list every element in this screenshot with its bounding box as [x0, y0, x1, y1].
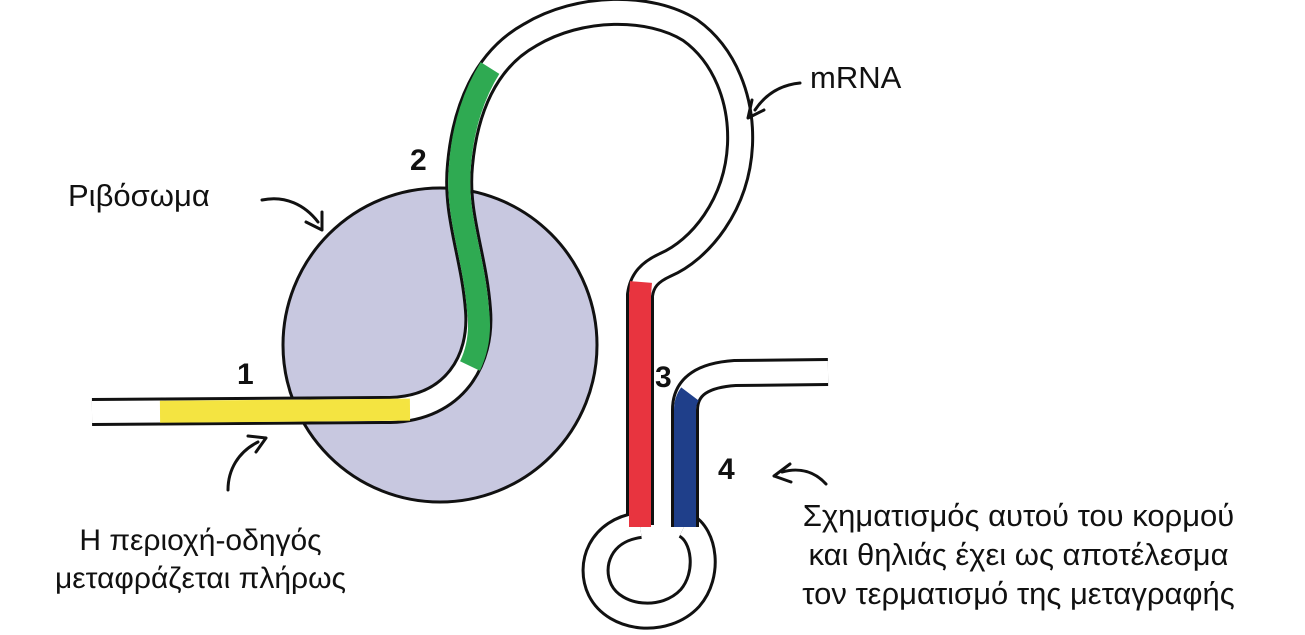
- leader-caption: Η περιοχή-οδηγός μεταφράζεται πλήρως: [8, 522, 393, 597]
- ribosome-arrowhead: [306, 212, 322, 230]
- termination-caption-line-3: τον τερματισμό της μεταγραφής: [736, 575, 1301, 614]
- region-3-segment: [640, 282, 641, 525]
- region-1-segment: [160, 410, 410, 412]
- ribosome-arrow: [262, 199, 318, 222]
- leader-caption-line-1: Η περιοχή-οδηγός: [8, 522, 393, 560]
- termination-caption-line-2: και θηλιάς έχει ως αποτέλεσμα: [736, 536, 1301, 575]
- termination-caption: Σχηματισμός αυτού του κορμού και θηλιάς …: [736, 497, 1301, 613]
- region-number-4: 4: [718, 455, 735, 485]
- mrna-label: mRNA: [810, 62, 901, 93]
- leader-caption-line-2: μεταφράζεται πλήρως: [8, 560, 393, 598]
- ribosome-label: Ριβόσωμα: [68, 180, 210, 211]
- region-number-1: 1: [237, 360, 254, 390]
- ribosome-circle: [283, 188, 597, 502]
- mrna-arrow: [755, 83, 800, 110]
- region-number-3: 3: [655, 363, 672, 393]
- termination-caption-line-1: Σχηματισμός αυτού του κορμού: [736, 497, 1301, 536]
- region-number-2: 2: [410, 146, 427, 176]
- leader-arrow: [228, 442, 258, 490]
- region-4-segment: [685, 394, 690, 527]
